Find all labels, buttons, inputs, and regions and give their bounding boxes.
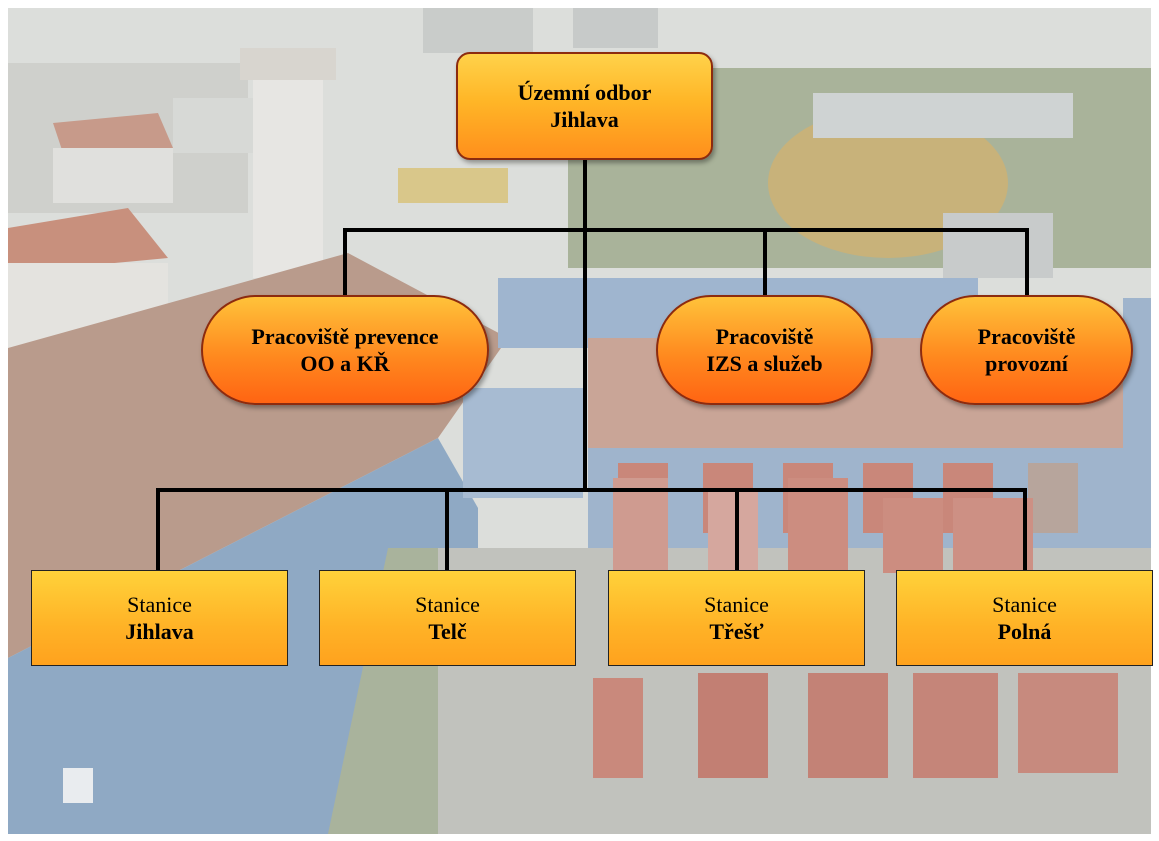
root-node-line2: Jihlava [550, 107, 619, 132]
root-node-line1: Územní odbor [517, 79, 652, 105]
department-node-line1: Pracoviště [715, 323, 814, 349]
station-node-telc: Stanice Telč [319, 570, 576, 666]
station-node-label: Stanice [415, 591, 480, 617]
department-node-line2: provozní [985, 351, 1068, 376]
station-node-label: Stanice [704, 591, 769, 617]
station-node-polna: Stanice Polná [896, 570, 1153, 666]
department-node-line1: Pracoviště [977, 323, 1076, 349]
department-node-izs: Pracoviště IZS a služeb [656, 295, 873, 405]
root-node-uzemni-odbor: Územní odbor Jihlava [456, 52, 713, 160]
station-node-name: Jihlava [125, 619, 194, 644]
department-node-line2: OO a KŘ [300, 351, 390, 376]
station-node-name: Telč [428, 619, 467, 644]
department-node-provozni: Pracoviště provozní [920, 295, 1133, 405]
background-photo [8, 8, 1151, 834]
station-node-label: Stanice [992, 591, 1057, 617]
station-node-jihlava: Stanice Jihlava [31, 570, 288, 666]
department-node-line1: Pracoviště prevence [251, 323, 439, 349]
department-node-line2: IZS a služeb [706, 351, 823, 376]
station-node-name: Polná [997, 619, 1052, 644]
station-node-name: Třešť [709, 619, 764, 644]
station-node-label: Stanice [127, 591, 192, 617]
station-node-trest: Stanice Třešť [608, 570, 865, 666]
department-node-prevence: Pracoviště prevence OO a KŘ [201, 295, 489, 405]
